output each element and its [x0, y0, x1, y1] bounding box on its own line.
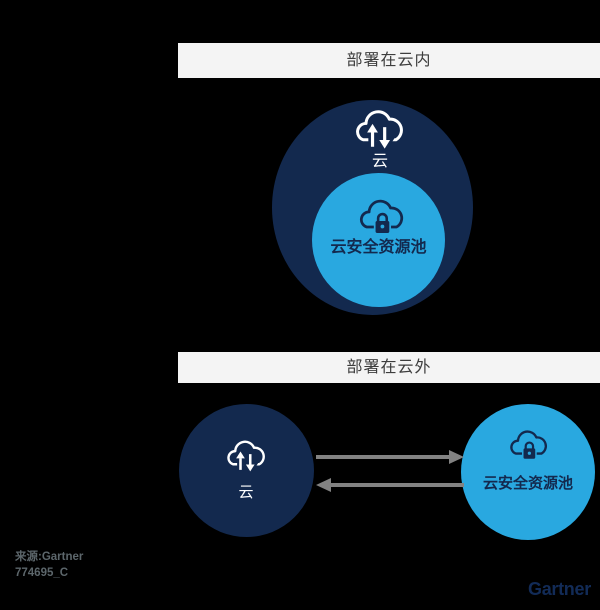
arrow-left-icon — [316, 478, 464, 492]
padlock-shackle — [524, 441, 535, 449]
cloud-transfer-icon — [227, 440, 265, 475]
gartner-logo: Gartner — [528, 579, 591, 599]
security-pool-circle — [461, 404, 595, 540]
cloud-lock-icon — [359, 199, 404, 236]
padlock-keyhole — [527, 451, 531, 455]
source-credit: 来源:Gartner — [15, 551, 84, 563]
cloud-lock-icon — [510, 430, 548, 461]
security-pool-circle-inner — [312, 173, 445, 307]
icon-halo — [362, 119, 396, 153]
security-pool-label: 云安全资源池 — [330, 239, 427, 256]
section-header-deploy-outside: 部署在云外 — [178, 352, 600, 383]
padlock-keyhole — [380, 224, 385, 229]
flow-arrows — [316, 450, 464, 492]
arrow-right-icon — [316, 450, 464, 464]
figure-id: 774695_C — [15, 567, 69, 579]
cloud-label: 云 — [238, 485, 254, 501]
padlock-shackle — [376, 212, 389, 222]
cloud-label: 云 — [371, 153, 388, 170]
icon-halo — [232, 447, 259, 475]
cloud-circle — [179, 404, 314, 537]
up-down-arrows — [367, 123, 391, 149]
cloud-transfer-icon — [356, 110, 403, 153]
security-pool-label: 云安全资源池 — [482, 476, 573, 492]
section-header-deploy-inside: 部署在云内 — [178, 43, 600, 78]
up-down-arrows — [236, 451, 255, 472]
